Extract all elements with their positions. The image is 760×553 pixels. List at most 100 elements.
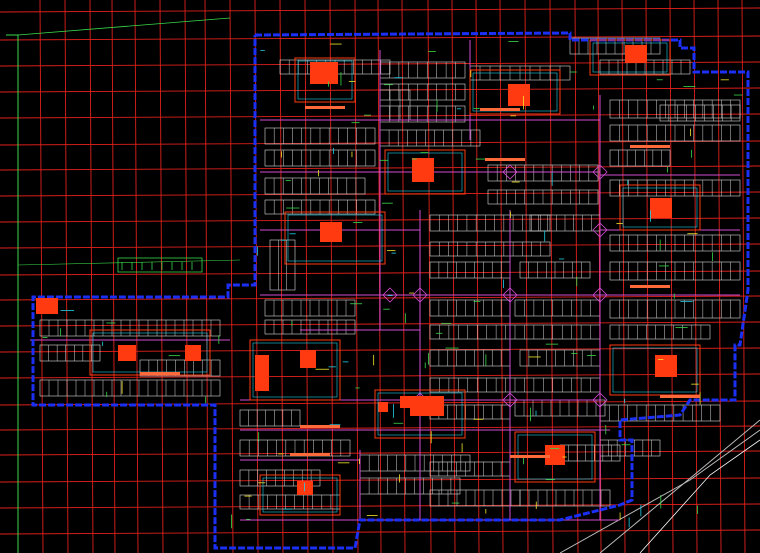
parking-stall-row bbox=[264, 177, 366, 195]
dimension-block bbox=[117, 257, 203, 273]
core-frame bbox=[609, 344, 701, 396]
core-frame bbox=[469, 69, 561, 115]
core-inner-frame bbox=[252, 342, 338, 398]
parking-stall-row bbox=[609, 261, 741, 281]
grid-line-vertical bbox=[741, 0, 746, 553]
parking-stall-row bbox=[609, 324, 711, 340]
parking-stall-row bbox=[487, 189, 599, 205]
column-junction-mark bbox=[412, 287, 428, 303]
parking-stall-row bbox=[39, 344, 101, 362]
core-inner-frame bbox=[612, 347, 698, 393]
grid-line-horizontal bbox=[0, 503, 760, 509]
core-frame bbox=[384, 149, 466, 195]
stair-core bbox=[378, 402, 388, 412]
column-junction-mark bbox=[382, 287, 398, 303]
grid-line-vertical bbox=[304, 0, 309, 553]
grid-line-vertical bbox=[717, 0, 722, 553]
grid-line-vertical bbox=[693, 0, 698, 553]
grid-line-vertical bbox=[475, 0, 480, 553]
site-boundary-top bbox=[17, 17, 231, 36]
label-mark bbox=[300, 425, 340, 428]
parking-stall-row bbox=[609, 124, 741, 142]
road-edge-line bbox=[559, 429, 760, 553]
building-outline bbox=[31, 31, 750, 550]
stair-core bbox=[400, 396, 412, 408]
grid-line-horizontal bbox=[0, 7, 760, 13]
parking-stall-row bbox=[519, 349, 601, 367]
parking-stall-row bbox=[264, 299, 356, 317]
core-frame bbox=[374, 389, 466, 439]
label-mark bbox=[140, 372, 180, 375]
grid-line-vertical bbox=[645, 0, 650, 553]
label-mark bbox=[305, 106, 345, 109]
core-frame bbox=[294, 57, 356, 103]
parking-stall-row bbox=[659, 104, 741, 122]
stall-row-frame bbox=[659, 104, 741, 122]
core-frame bbox=[249, 339, 341, 401]
grid-line-vertical bbox=[89, 0, 94, 553]
column-junction-mark bbox=[502, 392, 518, 408]
stall-row-frame bbox=[39, 344, 101, 362]
column-junction-mark bbox=[592, 392, 608, 408]
stair-core bbox=[625, 45, 647, 63]
grid-line-horizontal bbox=[0, 425, 760, 431]
core-inner-frame bbox=[622, 187, 698, 228]
grid-line-vertical bbox=[184, 0, 189, 553]
road-center-line bbox=[639, 439, 760, 553]
parking-stall-row bbox=[519, 489, 611, 507]
grid-line-vertical bbox=[279, 0, 284, 553]
column-junction-mark bbox=[592, 287, 608, 303]
label-mark bbox=[485, 158, 525, 161]
stair-core bbox=[650, 198, 672, 218]
parking-stall-row bbox=[609, 99, 741, 119]
grid-line-vertical bbox=[621, 0, 626, 553]
parking-stall-row bbox=[609, 299, 741, 319]
parking-stall-row bbox=[429, 241, 551, 257]
parking-stall-rows bbox=[39, 37, 741, 510]
parking-stall-row bbox=[239, 409, 301, 427]
label-mark bbox=[630, 285, 670, 288]
grid-line-vertical bbox=[329, 0, 334, 553]
parking-stall-row bbox=[379, 83, 466, 101]
core-frame bbox=[259, 474, 341, 516]
parking-stall-row bbox=[429, 214, 551, 232]
stair-core bbox=[255, 355, 269, 391]
core-inner-frame bbox=[262, 477, 338, 513]
grid-line-vertical bbox=[401, 0, 406, 553]
grid-line-vertical bbox=[111, 0, 116, 553]
column-junction-mark bbox=[502, 164, 518, 180]
column-junction-mark bbox=[502, 287, 518, 303]
label-mark bbox=[290, 453, 330, 456]
stair-core bbox=[412, 158, 434, 182]
grid-line-horizontal bbox=[0, 529, 760, 535]
stair-core bbox=[320, 222, 342, 242]
parking-stall-row bbox=[429, 299, 511, 317]
parking-stall-row bbox=[379, 105, 466, 123]
stall-row-frame bbox=[429, 214, 551, 232]
road-edge-line bbox=[599, 419, 760, 553]
grid-line-horizontal bbox=[0, 373, 760, 379]
core-frame bbox=[589, 39, 671, 76]
stair-core bbox=[410, 396, 444, 416]
core-inner-frame bbox=[377, 392, 463, 436]
stall-row-frame bbox=[139, 359, 221, 377]
grid-line-vertical bbox=[499, 0, 504, 553]
grid-line-vertical bbox=[204, 0, 209, 553]
stair-core bbox=[545, 445, 565, 465]
label-mark bbox=[630, 145, 670, 148]
parking-stall-row bbox=[379, 61, 466, 79]
building-perimeter bbox=[31, 31, 750, 550]
column-junction-mark bbox=[592, 164, 608, 180]
column-junction-mark bbox=[592, 222, 608, 238]
stair-core bbox=[185, 345, 201, 361]
grid-line-vertical bbox=[134, 0, 139, 553]
parking-stall-row bbox=[609, 234, 741, 252]
grid-line-vertical bbox=[427, 0, 432, 553]
stall-row-frame bbox=[609, 149, 671, 167]
parking-stall-row bbox=[39, 319, 221, 337]
stair-core bbox=[300, 350, 316, 368]
site-dimension-line bbox=[17, 259, 241, 266]
core-inner-frame bbox=[297, 60, 353, 100]
stall-row-frame bbox=[609, 324, 711, 340]
